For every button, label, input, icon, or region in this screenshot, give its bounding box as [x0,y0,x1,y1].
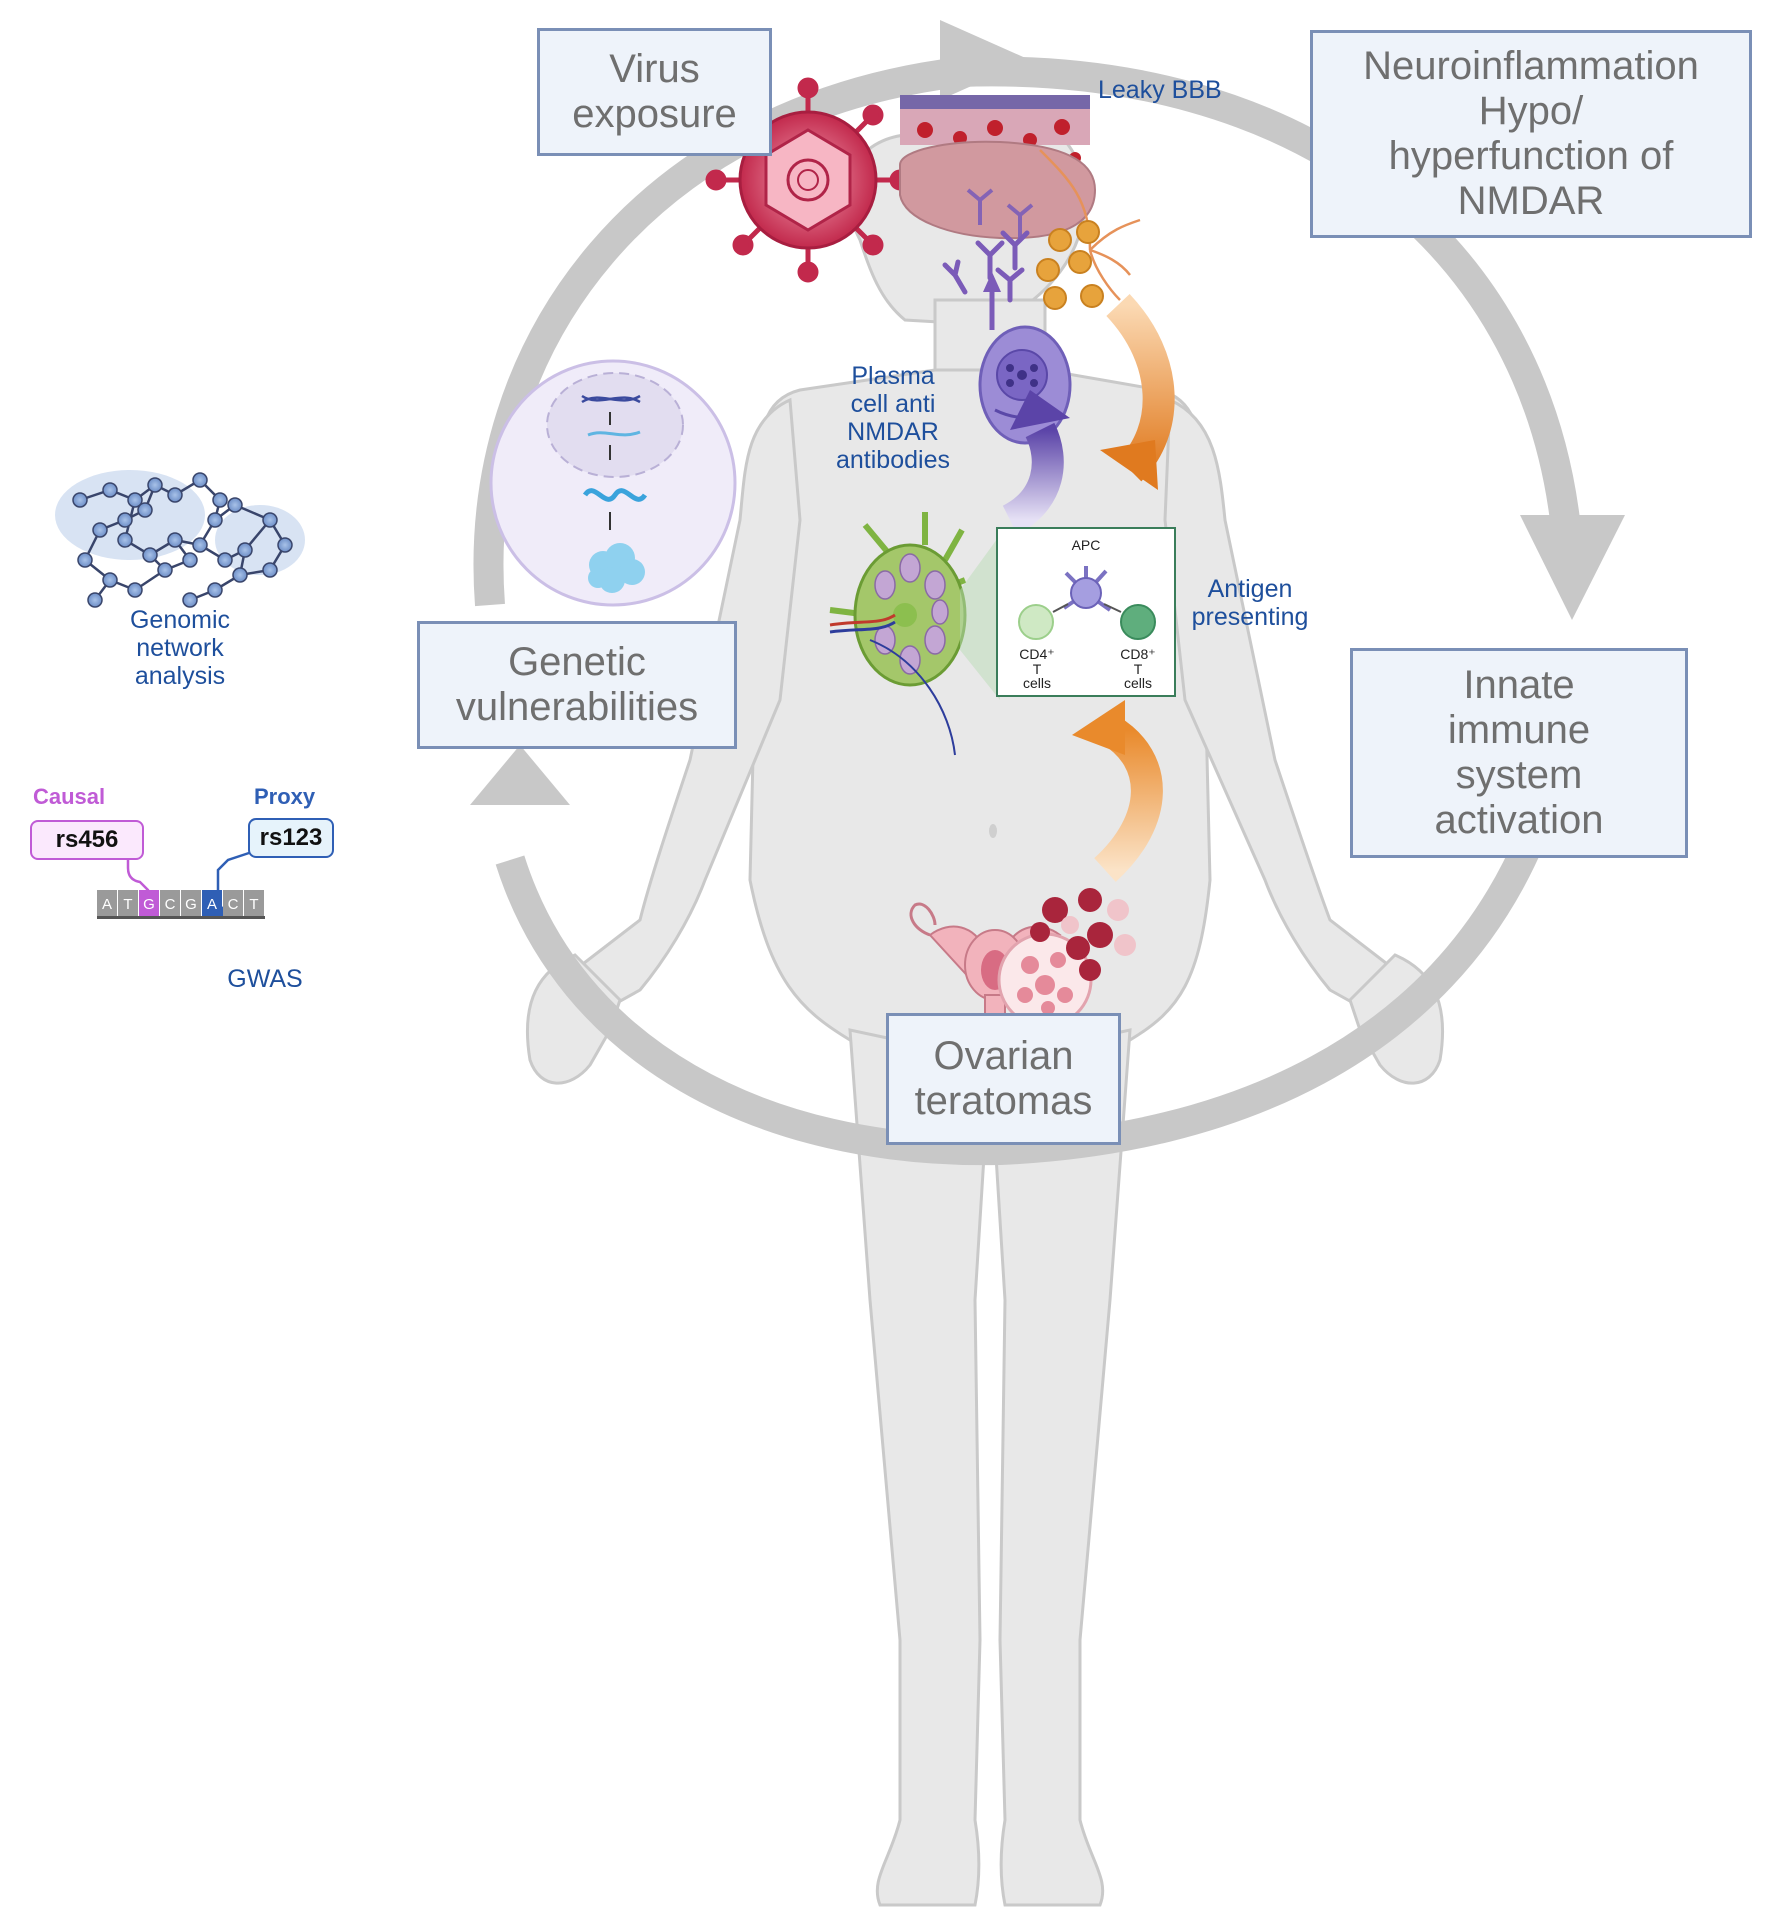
neuroinflammation-line-2: Hypo/ [1478,89,1584,134]
apc-label: APC [1071,537,1101,553]
genetic-vulnerabilities-line-2: vulnerabilities [455,685,699,729]
orange-arrow-to-apc [1100,294,1175,490]
lymph-node-icon [829,512,967,756]
antibody-icons [942,230,1030,303]
nucleotide-letter: T [249,896,258,913]
causal-snp-badge: rs456 [30,820,144,860]
cd4-label-line-2: T [1032,660,1042,677]
protein-icon [588,543,645,593]
proxy-title: Proxy [254,784,316,809]
cd8-label-line-2: T [1133,660,1143,677]
leaky-bbb-label: Leaky BBB [1098,76,1222,104]
cd8-label: CD8⁺ T cells [1113,647,1163,691]
nucleotide-letter: C [228,896,239,913]
plasma-cell-label-line-3: NMDAR [847,418,939,446]
teratoma-cells-icon [997,888,1136,1028]
sequence-baseline [97,916,265,919]
gene-expression-inset [489,359,737,607]
nucleotide-letter: A [207,896,217,913]
plasma-cell-label-line-1: Plasma [851,362,935,390]
cd4-label-line-3: cells [1022,675,1051,692]
cd8-cell-icon [1120,604,1156,640]
causal-title: Causal [33,784,106,809]
genetic-vulnerabilities-box: Genetic vulnerabilities [417,621,737,749]
antigen-presenting-label: Antigen presenting [1180,575,1320,631]
innate-immune-line-2: immune [1447,708,1591,753]
nucleotide-letter: T [123,896,132,913]
innate-immune-line-4: activation [1434,797,1604,842]
arrowhead-right [1520,515,1625,620]
ovarian-teratomas-box: Ovarian teratomas [886,1013,1121,1145]
plasma-cell-label-line-4: antibodies [836,446,950,474]
gwas-label: GWAS [227,965,303,993]
cd4-cell-icon [1018,604,1054,640]
peptide-icon [582,488,648,502]
proxy-snp-badge: rs123 [248,818,334,858]
nucleotide-letter: C [165,896,176,913]
genomic-network-label: Genomic network analysis [100,606,260,690]
cd4-label-line-1: CD4⁺ [1019,646,1055,662]
nucleotide-block [97,890,117,916]
antigen-presenting-line-2: presenting [1191,603,1309,631]
cd8-label-line-3: cells [1123,675,1152,692]
navel [989,824,997,838]
nucleotide-block [202,890,222,916]
antigen-presenting-line-1: Antigen [1207,575,1293,603]
ovarian-teratomas-line-1: Ovarian [933,1034,1074,1079]
nucleotide-letter: A [102,896,112,913]
nucleotide-letter: G [185,896,197,913]
nucleotide-block [118,890,138,916]
nucleotide-block [181,890,201,916]
mrna-icon [587,430,641,437]
cd8-label-line-1: CD8⁺ [1120,646,1156,662]
innate-immune-line-3: system [1455,753,1583,797]
nucleotide-block [160,890,180,916]
nucleotide-block [223,890,243,916]
arrowhead-top [940,20,1030,100]
plasma-cell-arrow [1001,390,1070,535]
neuroinflammation-box: Neuroinflammation Hypo/ hyperfunction of… [1310,30,1752,238]
innate-immune-line-1: Innate [1463,663,1575,708]
neuroinflammation-line-4: NMDAR [1457,178,1605,223]
orange-arrow-from-ovary [1072,700,1163,882]
cycle-arrowheads [470,20,1625,805]
cd4-label: CD4⁺ T cells [1012,647,1062,691]
genetic-vulnerabilities-line-1: Genetic [508,640,646,685]
innate-immune-box: Innate immune system activation [1350,648,1688,858]
genomic-network-line-1: Genomic [129,606,231,634]
genomic-network-line-2: network [136,634,224,662]
virus-exposure-box: Virus exposure [537,28,772,156]
arrowhead-left [470,745,570,805]
virus-exposure-line-1: Virus [609,47,700,92]
dna-icon [581,394,641,404]
neuroinflammation-line-3: hyperfunction of [1388,134,1674,178]
plasma-cell-label: Plasma cell anti NMDAR antibodies [823,362,963,474]
apc-panel [960,527,1176,700]
nucleotide-letter: G [143,896,155,913]
genomic-network-line-3: analysis [134,662,226,690]
ovarian-teratomas-line-2: teratomas [914,1079,1093,1123]
plasma-cell-label-line-2: cell anti [850,390,936,418]
nucleotide-block [139,890,159,916]
neuron-icon [1036,149,1141,310]
nucleotide-block [244,890,264,916]
upward-arrow-to-brain [983,272,1001,330]
neuroinflammation-line-1: Neuroinflammation [1363,44,1699,89]
virus-exposure-line-2: exposure [572,92,737,136]
genomic-network-nodes [72,472,293,608]
brain-bbb-icon [899,95,1097,240]
